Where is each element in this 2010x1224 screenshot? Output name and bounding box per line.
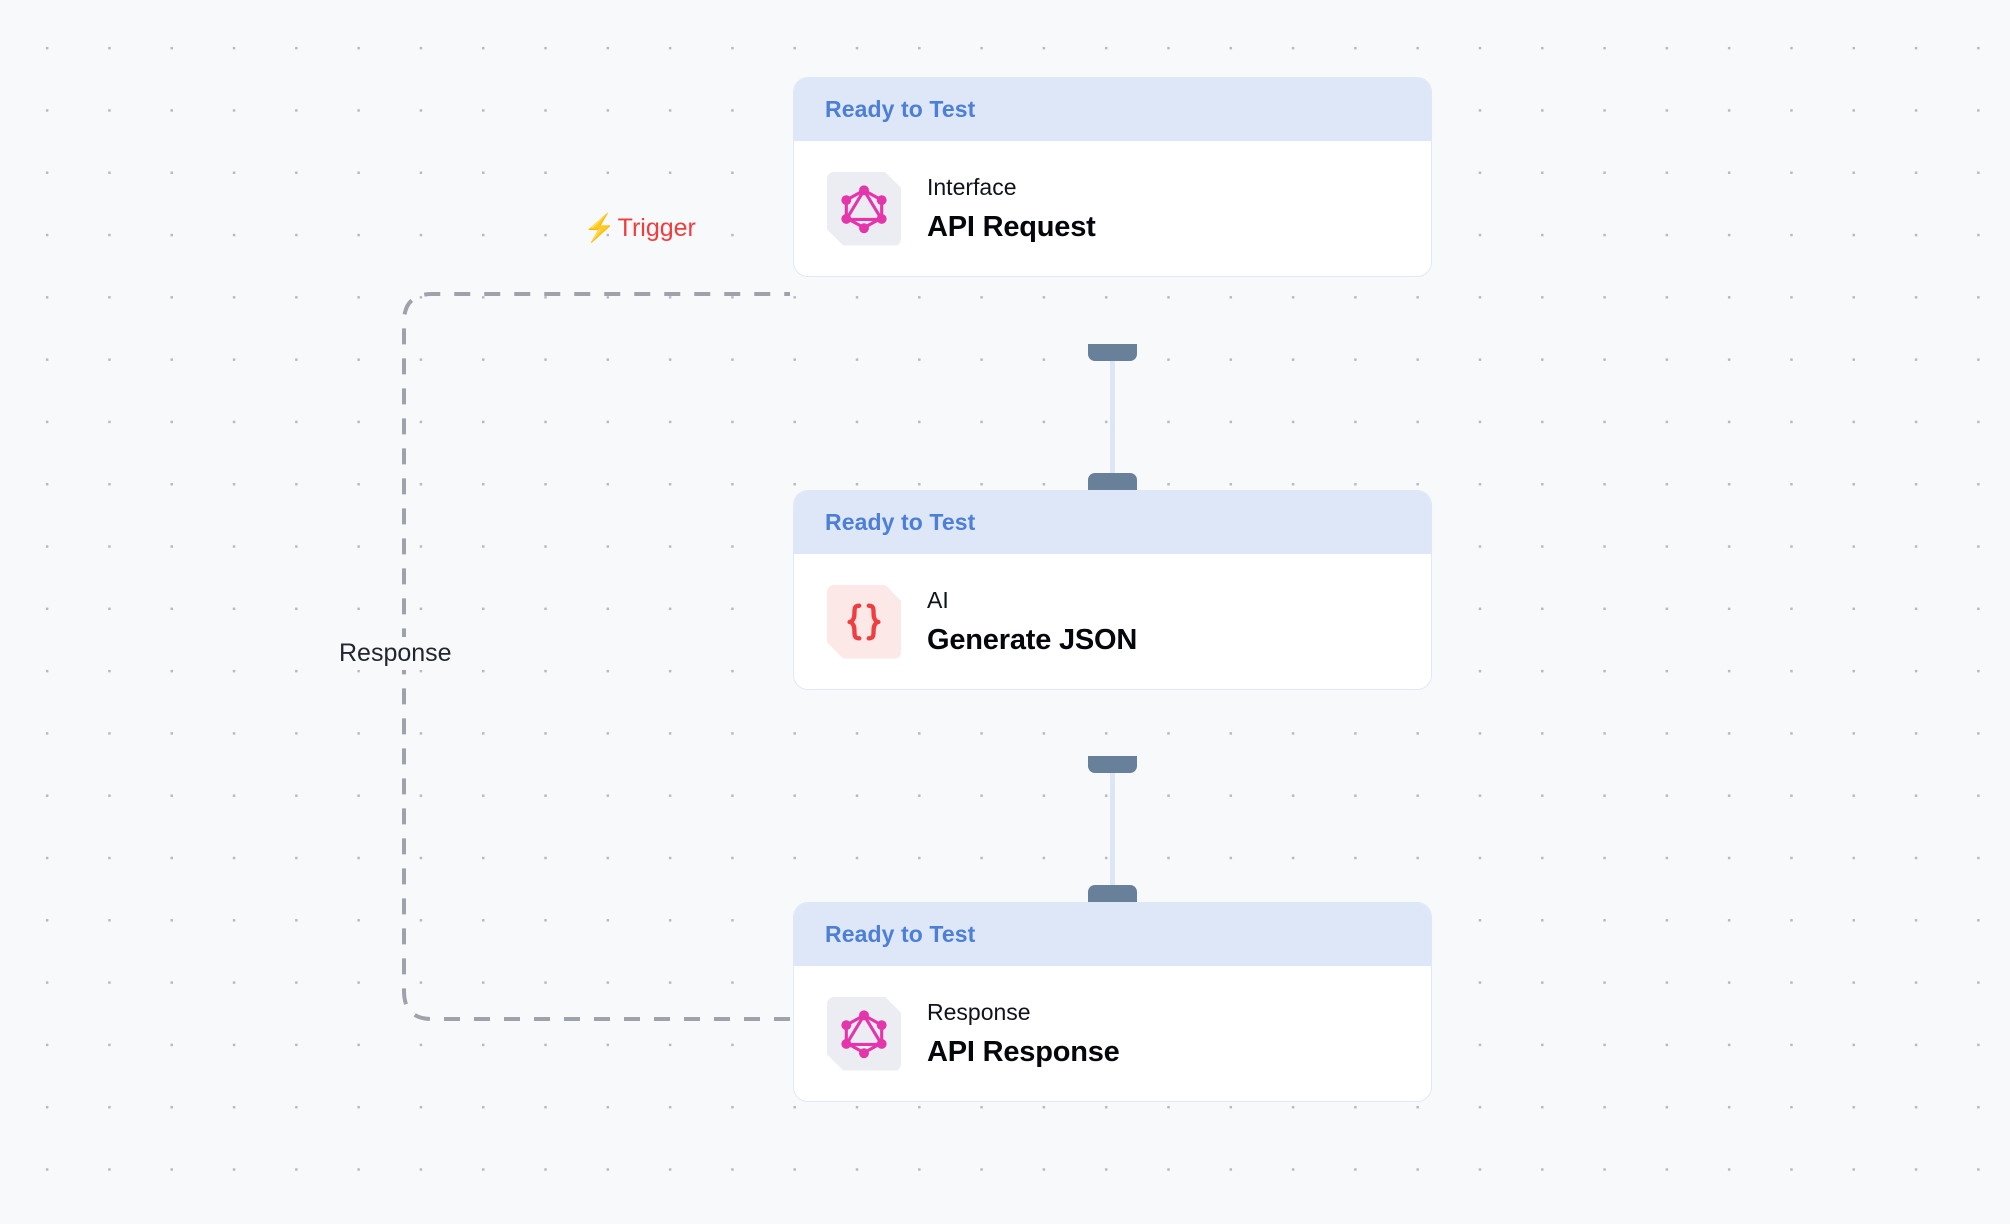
node-status-header: Ready to Test (794, 903, 1431, 966)
node-text: Interface API Request (927, 173, 1096, 245)
node-kind-label: AI (927, 586, 949, 613)
handle-target-generate-json[interactable] (1088, 473, 1137, 490)
node-card-generate-json[interactable]: Ready to Test AI Generate JSON (793, 490, 1432, 690)
node-status-header: Ready to Test (794, 78, 1431, 141)
node-kind-label: Response (927, 998, 1031, 1025)
node-card-api-response[interactable]: Ready to Test (793, 902, 1432, 1102)
node-title-label: API Response (927, 1035, 1120, 1068)
node-title-label: Generate JSON (927, 623, 1138, 656)
lightning-bolt-icon: ⚡ (583, 213, 616, 243)
handle-source-api-request[interactable] (1088, 344, 1137, 361)
graphql-icon (827, 171, 901, 246)
handle-source-generate-json[interactable] (1088, 756, 1137, 773)
node-kind-label: Interface (927, 173, 1017, 200)
node-text: AI Generate JSON (927, 586, 1137, 658)
status-badge: Ready to Test (825, 921, 976, 947)
status-badge: Ready to Test (825, 509, 976, 535)
dashed-response-to-trigger (402, 292, 790, 1021)
edge-label-trigger[interactable]: ⚡ Trigger (583, 214, 696, 243)
node-body: Interface API Request (794, 141, 1431, 276)
trigger-label-text: Trigger (617, 214, 696, 242)
node-body: AI Generate JSON (794, 554, 1431, 689)
graphql-icon (827, 996, 901, 1071)
node-title-label: API Request (927, 210, 1096, 243)
handle-target-api-response[interactable] (1088, 885, 1137, 902)
json-braces-icon (827, 584, 901, 659)
node-body: Response API Response (794, 966, 1431, 1101)
edge-label-response[interactable]: Response (330, 637, 461, 670)
status-badge: Ready to Test (825, 96, 976, 122)
node-status-header: Ready to Test (794, 491, 1431, 554)
node-text: Response API Response (927, 998, 1120, 1070)
node-card-api-request[interactable]: Ready to Test (793, 77, 1432, 277)
